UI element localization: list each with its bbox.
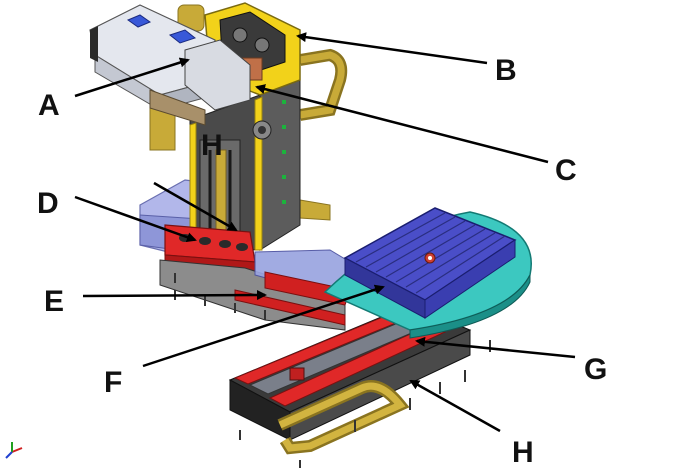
vertical-column: [189, 79, 301, 251]
label-d: D: [37, 187, 59, 220]
front-cable-chain: [277, 380, 410, 455]
label-e: E: [44, 285, 64, 318]
spindle-arm: [149, 89, 206, 126]
callout-leaders: [74, 32, 576, 433]
leader-h-upper: [153, 181, 238, 232]
leader-c: [255, 84, 549, 164]
callout-labels: A B C H D E F G H: [37, 54, 607, 469]
label-a: A: [38, 89, 60, 122]
pallet-t-slots: [355, 212, 506, 294]
label-b: B: [495, 54, 517, 87]
pallet-table: [343, 207, 517, 319]
leader-h-lower: [409, 379, 501, 433]
rear-cable-chain: [177, 4, 348, 121]
spindle-housing: [89, 4, 272, 140]
leader-e: [82, 290, 267, 301]
label-g: G: [584, 353, 607, 386]
label-c: C: [555, 154, 577, 187]
column-markers: [282, 100, 286, 204]
label-h-upper: H: [201, 129, 223, 162]
leader-f: [142, 284, 385, 368]
leveling-feet: [174, 273, 491, 468]
leader-a: [74, 57, 190, 98]
leader-g: [415, 336, 576, 359]
axis-triad-icon: [5, 442, 23, 459]
label-f: F: [104, 366, 122, 399]
leader-b: [296, 32, 488, 65]
leader-d: [74, 195, 197, 243]
label-h-lower: H: [512, 436, 534, 469]
